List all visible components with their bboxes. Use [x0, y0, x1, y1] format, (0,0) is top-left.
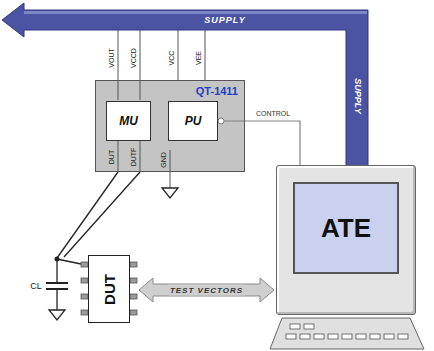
- double-arrow: [139, 278, 274, 302]
- pin-wire: [118, 30, 119, 100]
- chip-pin: [81, 294, 88, 299]
- pin-name: GND: [160, 152, 167, 168]
- dutf-wire: [64, 172, 140, 257]
- pin-name: VCCD: [130, 48, 137, 68]
- key: [314, 334, 324, 339]
- pin-name: VCC: [168, 51, 175, 66]
- key: [286, 334, 296, 339]
- cap-wire: [56, 259, 57, 283]
- pin-wire: [205, 30, 206, 80]
- ground-symbol: [162, 188, 178, 198]
- supply-label: SUPPLY: [204, 16, 245, 25]
- control-line: [218, 121, 300, 165]
- connector-label: CONTROL: [255, 110, 291, 117]
- pin-name: DUT: [108, 150, 115, 164]
- chip-pin: [130, 310, 137, 315]
- unit-box: MU: [106, 101, 151, 141]
- ground-symbol: [49, 310, 65, 320]
- chip-pin: [130, 294, 137, 299]
- supply-label: SUPPLY: [353, 78, 362, 113]
- chip-pin: [81, 310, 88, 315]
- chip-pin: [130, 262, 137, 267]
- band-highlight: [24, 11, 367, 14]
- key: [384, 334, 394, 339]
- dut-chip: DUT: [88, 255, 130, 323]
- junction-dot: [55, 257, 60, 262]
- key: [398, 334, 408, 339]
- dut-wire: [57, 259, 81, 264]
- monitor-screen: ATE: [293, 182, 399, 274]
- capacitor-plate: [46, 282, 68, 284]
- key: [370, 334, 380, 339]
- key: [290, 324, 300, 329]
- key: [300, 334, 310, 339]
- chip-pin: [81, 278, 88, 283]
- connector-label: TEST VECTORS: [168, 285, 245, 296]
- node-text: ATE: [321, 213, 371, 244]
- node-text: DUT: [100, 274, 117, 305]
- pin-wire: [118, 140, 119, 172]
- dut-wire: [57, 172, 118, 258]
- node-text: QT-1411: [196, 85, 238, 97]
- capacitor-label: CL: [30, 282, 42, 291]
- ate-monitor: ATE: [276, 165, 416, 315]
- key: [304, 324, 314, 329]
- pin-wire: [140, 140, 141, 172]
- cap-wire: [56, 289, 57, 310]
- unit-box: PU: [168, 101, 218, 141]
- pin-name: VEE: [195, 51, 202, 65]
- keyboard: [270, 318, 424, 349]
- key: [356, 334, 366, 339]
- pin-wire: [140, 30, 141, 100]
- key: [342, 334, 352, 339]
- pin-name: VOUT: [108, 48, 115, 67]
- pin-name: DUTF: [130, 148, 137, 167]
- key: [328, 334, 338, 339]
- module-box: QT-1411MU PU: [95, 80, 245, 172]
- node-text: PU: [185, 114, 202, 128]
- pin-wire: [170, 150, 171, 188]
- supply-band: [2, 3, 368, 175]
- pin-wire: [178, 30, 179, 80]
- node-text: MU: [119, 114, 138, 128]
- port-circle: [218, 118, 224, 124]
- chip-pin: [81, 262, 88, 267]
- chip-pin: [130, 278, 137, 283]
